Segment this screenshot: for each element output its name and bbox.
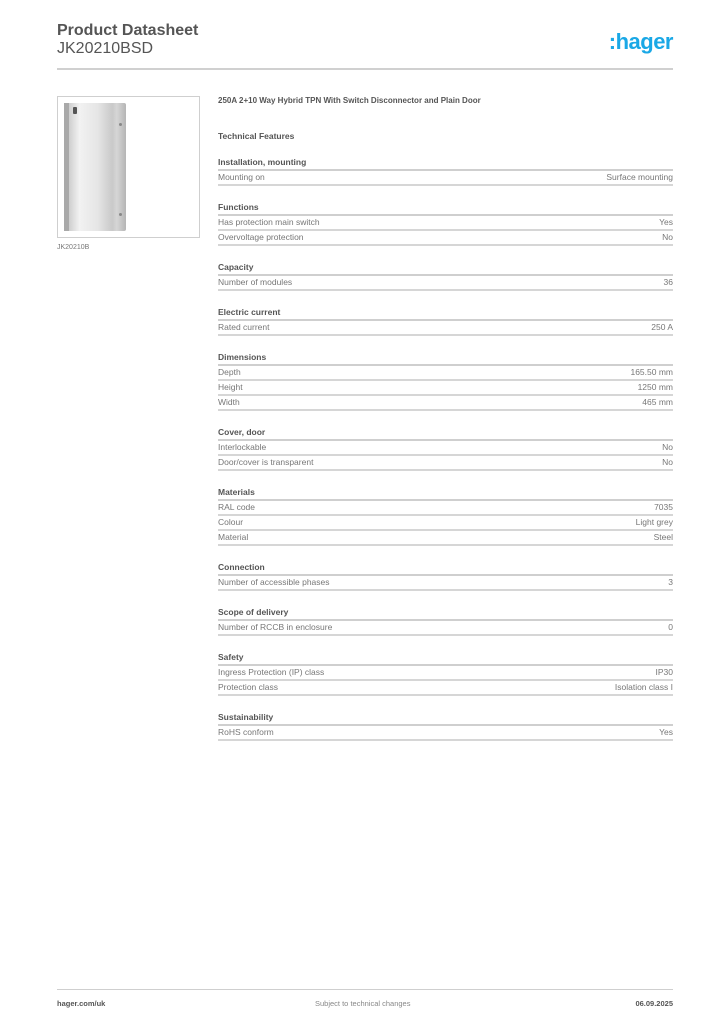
- hager-logo: :hager: [608, 29, 674, 54]
- feature-label: Overvoltage protection: [218, 232, 304, 242]
- feature-label: Door/cover is transparent: [218, 457, 314, 467]
- feature-value: No: [662, 232, 673, 242]
- product-image: [57, 96, 200, 238]
- footer-date: 06.09.2025: [635, 999, 673, 1008]
- image-caption: JK20210B: [57, 244, 90, 251]
- footer-divider: [57, 989, 673, 990]
- feature-label: RoHS conform: [218, 727, 274, 737]
- feature-label: RAL code: [218, 502, 256, 512]
- section-title: Installation, mounting: [218, 157, 673, 171]
- section-title: Capacity: [218, 262, 673, 276]
- footer-notice: Subject to technical changes: [315, 999, 411, 1008]
- hinge-icon: [119, 123, 122, 126]
- feature-row: Material Steel: [218, 531, 673, 546]
- feature-row: Interlockable No: [218, 441, 673, 456]
- footer-website-link[interactable]: hager.com/uk: [57, 999, 106, 1008]
- feature-value: Yes: [659, 727, 673, 737]
- feature-row: Number of accessible phases 3: [218, 576, 673, 591]
- feature-value: IP30: [655, 667, 674, 677]
- feature-value: 3: [668, 577, 673, 587]
- feature-label: Number of RCCB in enclosure: [218, 622, 333, 632]
- feature-value: 250 A: [651, 322, 673, 332]
- section-title: Functions: [218, 202, 673, 216]
- product-code: JK20210BSD: [57, 40, 154, 57]
- feature-label: Rated current: [218, 322, 270, 332]
- section-title: Cover, door: [218, 427, 673, 441]
- feature-label: Has protection main switch: [218, 217, 320, 227]
- feature-row: Door/cover is transparent No: [218, 456, 673, 471]
- feature-value: Steel: [653, 532, 673, 542]
- feature-label: Colour: [218, 517, 244, 527]
- feature-label: Height: [218, 382, 243, 392]
- feature-row: Ingress Protection (IP) class IP30: [218, 666, 673, 681]
- page-header: Product Datasheet JK20210BSD :hager: [57, 22, 674, 70]
- feature-label: Number of accessible phases: [218, 577, 330, 587]
- feature-row: Depth 165.50 mm: [218, 366, 673, 381]
- feature-row: RoHS conform Yes: [218, 726, 673, 741]
- feature-value: Isolation class I: [614, 682, 673, 692]
- hinge-icon: [119, 213, 122, 216]
- feature-row: RAL code 7035: [218, 501, 673, 516]
- feature-row: Number of modules 36: [218, 276, 673, 291]
- feature-value: Yes: [659, 217, 673, 227]
- lock-icon: [73, 107, 77, 114]
- feature-row: Width 465 mm: [218, 396, 673, 411]
- section-title: Dimensions: [218, 352, 673, 366]
- feature-row: Colour Light grey: [218, 516, 673, 531]
- section-title: Electric current: [218, 307, 673, 321]
- feature-label: Number of modules: [218, 277, 293, 287]
- enclosure-illustration: [64, 103, 126, 231]
- section-title: Scope of delivery: [218, 607, 673, 621]
- feature-label: Material: [218, 532, 249, 542]
- feature-label: Width: [218, 397, 240, 407]
- feature-row: Protection class Isolation class I: [218, 681, 673, 696]
- feature-value: No: [662, 457, 673, 467]
- header-divider: [57, 68, 673, 70]
- section-title: Safety: [218, 652, 673, 666]
- section-title: Sustainability: [218, 712, 673, 726]
- feature-value: 1250 mm: [637, 382, 673, 392]
- feature-label: Depth: [218, 367, 241, 377]
- feature-value: 465 mm: [642, 397, 673, 407]
- technical-content: 250A 2+10 Way Hybrid TPN With Switch Dis…: [218, 96, 673, 741]
- feature-row: Height 1250 mm: [218, 381, 673, 396]
- feature-label: Interlockable: [218, 442, 267, 452]
- feature-value: No: [662, 442, 673, 452]
- feature-row: Number of RCCB in enclosure 0: [218, 621, 673, 636]
- product-description: 250A 2+10 Way Hybrid TPN With Switch Dis…: [218, 96, 481, 105]
- technical-features-heading: Technical Features: [218, 131, 295, 141]
- feature-label: Protection class: [218, 682, 278, 692]
- section-title: Materials: [218, 487, 673, 501]
- feature-value: 165.50 mm: [630, 367, 673, 377]
- feature-row: Mounting on Surface mounting: [218, 171, 673, 186]
- page-title: Product Datasheet: [57, 22, 199, 39]
- feature-value: 0: [668, 622, 673, 632]
- feature-label: Mounting on: [218, 172, 265, 182]
- section-title: Connection: [218, 562, 673, 576]
- feature-value: Surface mounting: [606, 172, 673, 182]
- feature-row: Rated current 250 A: [218, 321, 673, 336]
- feature-row: Overvoltage protection No: [218, 231, 673, 246]
- feature-value: 36: [663, 277, 673, 287]
- feature-value: Light grey: [635, 517, 673, 527]
- feature-value: 7035: [654, 502, 673, 512]
- feature-row: Has protection main switch Yes: [218, 216, 673, 231]
- feature-label: Ingress Protection (IP) class: [218, 667, 325, 677]
